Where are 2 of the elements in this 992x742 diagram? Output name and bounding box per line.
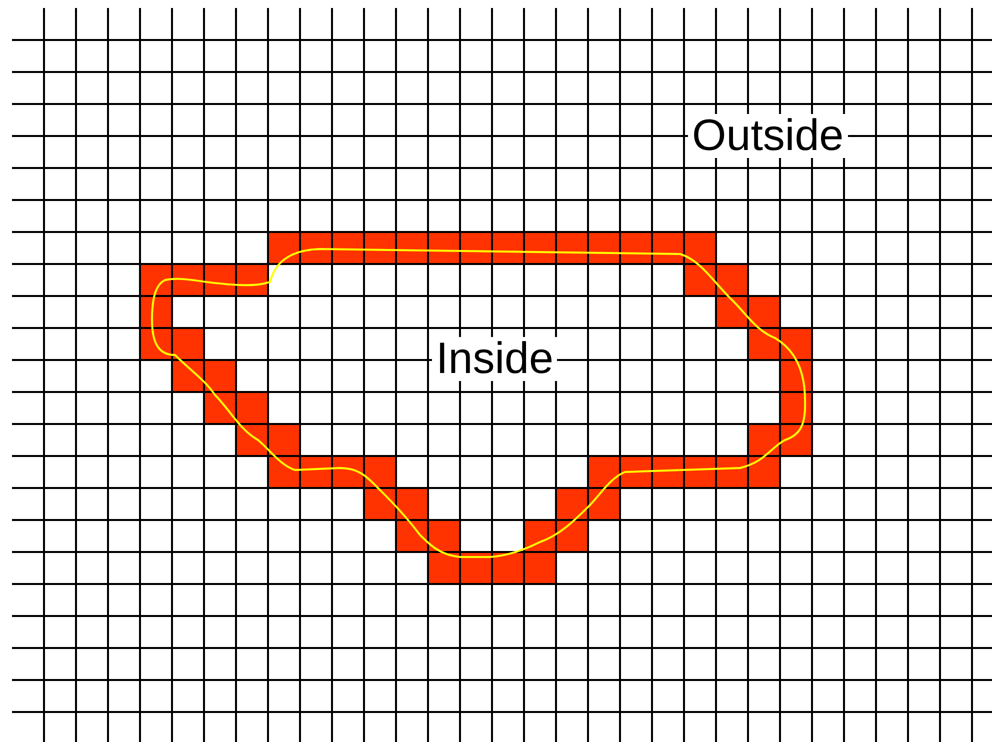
region-label: Outside xyxy=(688,114,848,158)
region-label: Inside xyxy=(432,337,558,381)
